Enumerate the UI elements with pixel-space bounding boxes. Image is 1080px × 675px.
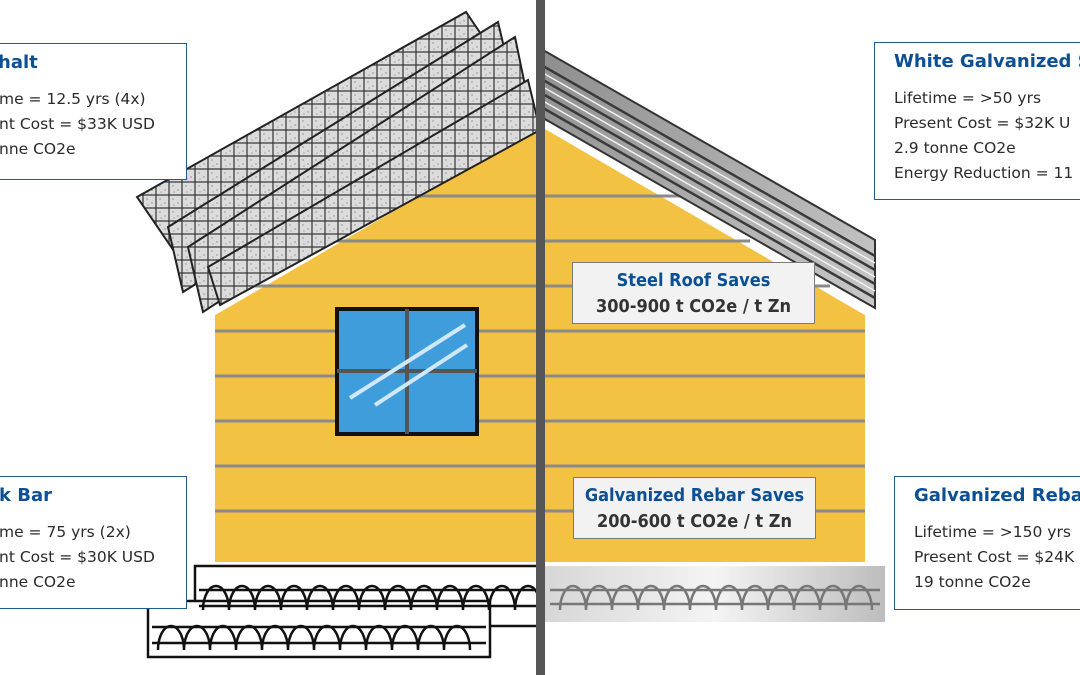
black-rebar <box>146 564 543 659</box>
center-divider <box>536 0 545 675</box>
galvanized-rebar-card: Galvanized Rebar Lifetime = >150 yrs Pre… <box>894 476 1080 610</box>
asphalt-card-lifetime: me = 12.5 yrs (4x) <box>0 90 146 108</box>
black-bar-card: k Bar me = 75 yrs (2x) nt Cost = $30K US… <box>0 476 187 609</box>
window <box>335 307 479 436</box>
asphalt-card-title: halt <box>0 52 38 73</box>
galvanized-rebar <box>545 566 885 622</box>
white-galvanized-card-title: White Galvanized S <box>894 51 1080 72</box>
black-bar-card-co2: nne CO2e <box>0 573 76 591</box>
asphalt-card-co2: nne CO2e <box>0 140 76 158</box>
white-galvanized-card-energy: Energy Reduction = 11 <box>894 164 1074 182</box>
steel-roof-savings-title: Steel Roof Saves <box>616 270 771 291</box>
rebar-savings-value: 200-600 t CO2e / t Zn <box>596 511 793 532</box>
galvanized-rebar-card-lifetime: Lifetime = >150 yrs <box>914 523 1071 541</box>
black-bar-card-cost: nt Cost = $30K USD <box>0 548 155 566</box>
steel-roof-savings-value: 300-900 t CO2e / t Zn <box>595 296 792 317</box>
asphalt-card: halt me = 12.5 yrs (4x) nt Cost = $33K U… <box>0 43 187 180</box>
asphalt-shingle-roof <box>135 10 542 314</box>
black-bar-card-lifetime: me = 75 yrs (2x) <box>0 523 131 541</box>
white-galvanized-card-lifetime: Lifetime = >50 yrs <box>894 89 1042 107</box>
steel-roof-savings-box: Steel Roof Saves 300-900 t CO2e / t Zn <box>572 262 815 324</box>
galvanized-rebar-card-co2: 19 tonne CO2e <box>914 573 1031 591</box>
white-galvanized-card-co2: 2.9 tonne CO2e <box>894 139 1016 157</box>
asphalt-card-cost: nt Cost = $33K USD <box>0 115 155 133</box>
white-galvanized-card-cost: Present Cost = $32K U <box>894 114 1071 132</box>
white-galvanized-card: White Galvanized S Lifetime = >50 yrs Pr… <box>874 42 1080 200</box>
galvanized-rebar-card-cost: Present Cost = $24K <box>914 548 1075 566</box>
rebar-savings-title: Galvanized Rebar Saves <box>584 485 805 506</box>
rebar-savings-box: Galvanized Rebar Saves 200-600 t CO2e / … <box>573 477 816 539</box>
galvanized-rebar-card-title: Galvanized Rebar <box>914 485 1080 506</box>
black-bar-card-title: k Bar <box>0 485 52 506</box>
